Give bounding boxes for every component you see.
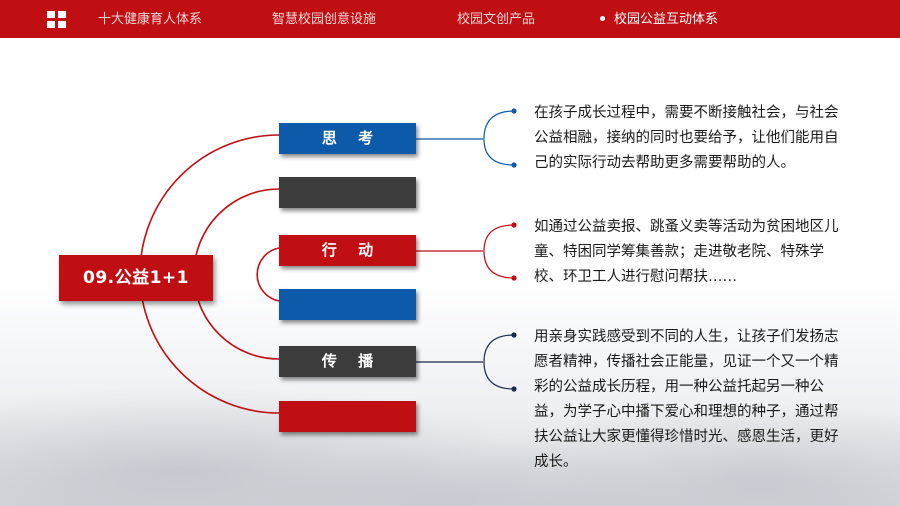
center-title: 09.公益1+1 — [82, 268, 190, 288]
bar-label: 思 考 — [321, 129, 382, 147]
nav-item-label: 校园公益互动体系 — [614, 12, 719, 27]
nav-item-health-education[interactable]: 十大健康育人体系 — [98, 0, 202, 38]
bar-action: 行 动 — [279, 235, 416, 266]
nav-item-label: 十大健康育人体系 — [98, 12, 203, 27]
bracket-3 — [483, 334, 515, 390]
active-dot-icon — [600, 16, 605, 21]
bar-blue-2 — [279, 289, 416, 320]
nav-item-label: 校园文创产品 — [457, 12, 536, 27]
bracket-dot — [511, 222, 517, 228]
bracket-dot — [511, 332, 517, 338]
nav-item-label: 智慧校园创意设施 — [272, 12, 377, 27]
bracket-dot — [511, 386, 517, 392]
nav-item-campus-products[interactable]: 校园文创产品 — [457, 0, 535, 38]
bracket-dot — [511, 162, 517, 168]
bar-label: 传 播 — [321, 352, 382, 370]
grid-logo-icon[interactable] — [47, 11, 67, 29]
top-navigation-bar: 十大健康育人体系 智慧校园创意设施 校园文创产品 校园公益互动体系 — [0, 0, 900, 38]
bar-label: 行 动 — [321, 241, 382, 259]
paragraph-action: 如通过公益卖报、跳蚤义卖等活动为贫困地区儿童、特困同学筹集善款；走进敬老院、特殊… — [534, 219, 839, 285]
arc-inner — [256, 247, 280, 302]
paragraph-think: 在孩子成长过程中，需要不断接触社会，与社会公益相融，接纳的同时也要给予，让他们能… — [534, 105, 839, 171]
bracket-1 — [483, 110, 515, 166]
bar-think: 思 考 — [279, 123, 416, 154]
nav-item-smart-campus[interactable]: 智慧校园创意设施 — [272, 0, 376, 38]
center-title-box: 09.公益1+1 — [59, 255, 213, 301]
bar-red-3 — [279, 401, 416, 432]
bracket-dot — [511, 108, 517, 114]
nav-item-public-welfare[interactable]: 校园公益互动体系 — [600, 0, 718, 38]
bar-spread: 传 播 — [279, 346, 416, 377]
paragraph-spread: 用亲身实践感受到不同的人生，让孩子们发扬志愿者精神，传播社会正能量，见证一个又一… — [534, 329, 839, 470]
bar-dark-1 — [279, 177, 416, 208]
bracket-dot — [511, 275, 517, 281]
bracket-2 — [483, 224, 515, 279]
